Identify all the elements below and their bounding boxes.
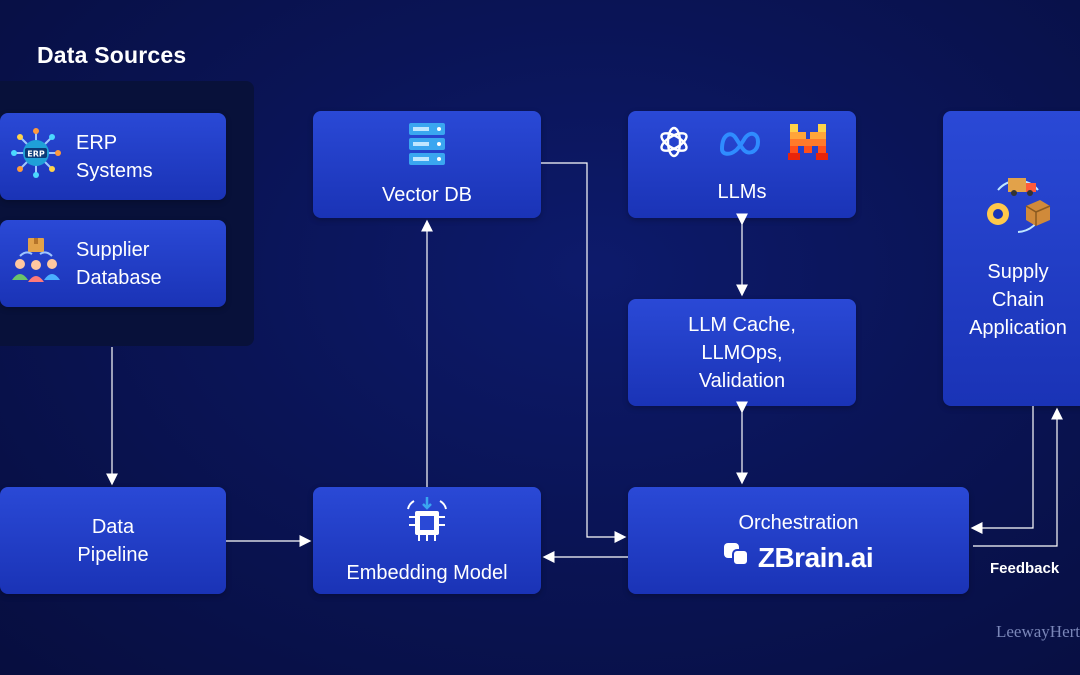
llms-label: LLMs: [717, 180, 767, 203]
mistral-icon: [788, 123, 828, 168]
chip-icon: [402, 495, 452, 553]
erp-systems-box: ERP ERP Systems: [0, 113, 226, 200]
embedding-model-label: Embedding Model: [346, 561, 508, 584]
llm-cache-box: LLM Cache, LLMOps, Validation: [628, 299, 856, 406]
supply-chain-application-label: Supply Chain Application: [969, 260, 1067, 339]
llms-box: LLMs: [628, 111, 856, 218]
vector-db-box: Vector DB: [313, 111, 541, 218]
vector-db-label: Vector DB: [381, 183, 473, 206]
supplier-database-box: Supplier Database: [0, 220, 226, 307]
data-pipeline-label: Data Pipeline: [77, 515, 149, 566]
erp-icon: ERP: [10, 127, 62, 187]
openai-icon: [656, 124, 692, 168]
data-pipeline-box: Data Pipeline: [0, 487, 226, 594]
orchestration-label: Orchestration: [738, 511, 859, 534]
embedding-model-box: Embedding Model: [313, 487, 541, 594]
supply-chain-cycle-icon: [984, 176, 1052, 244]
supplier-icon: [10, 234, 62, 294]
arrow-feedback-to-app: [973, 407, 1063, 547]
meta-icon: [718, 127, 762, 165]
zbrain-logo-text: ZBrain.ai: [757, 541, 874, 573]
zbrain-logo-icon: [723, 542, 750, 573]
supply-chain-application-box: Supply Chain Application: [943, 111, 1080, 406]
zbrain-logo: ZBrain.ai: [723, 541, 874, 573]
supplier-database-label: Supplier Database: [76, 238, 162, 289]
arrow-vectordb-to-orchestration: [541, 162, 627, 543]
llm-cache-label: LLM Cache, LLMOps, Validation: [688, 313, 796, 392]
erp-systems-label: ERP Systems: [76, 131, 153, 182]
svg-text:ERP: ERP: [27, 149, 45, 158]
diagram-title: Data Sources: [37, 42, 187, 68]
database-server-icon: [407, 121, 447, 175]
arrow-app-to-orchestration: [970, 406, 1034, 534]
orchestration-box: Orchestration ZBrain.ai: [628, 487, 969, 594]
watermark: LeewayHertz: [996, 622, 1080, 641]
feedback-label: Feedback: [990, 560, 1060, 577]
